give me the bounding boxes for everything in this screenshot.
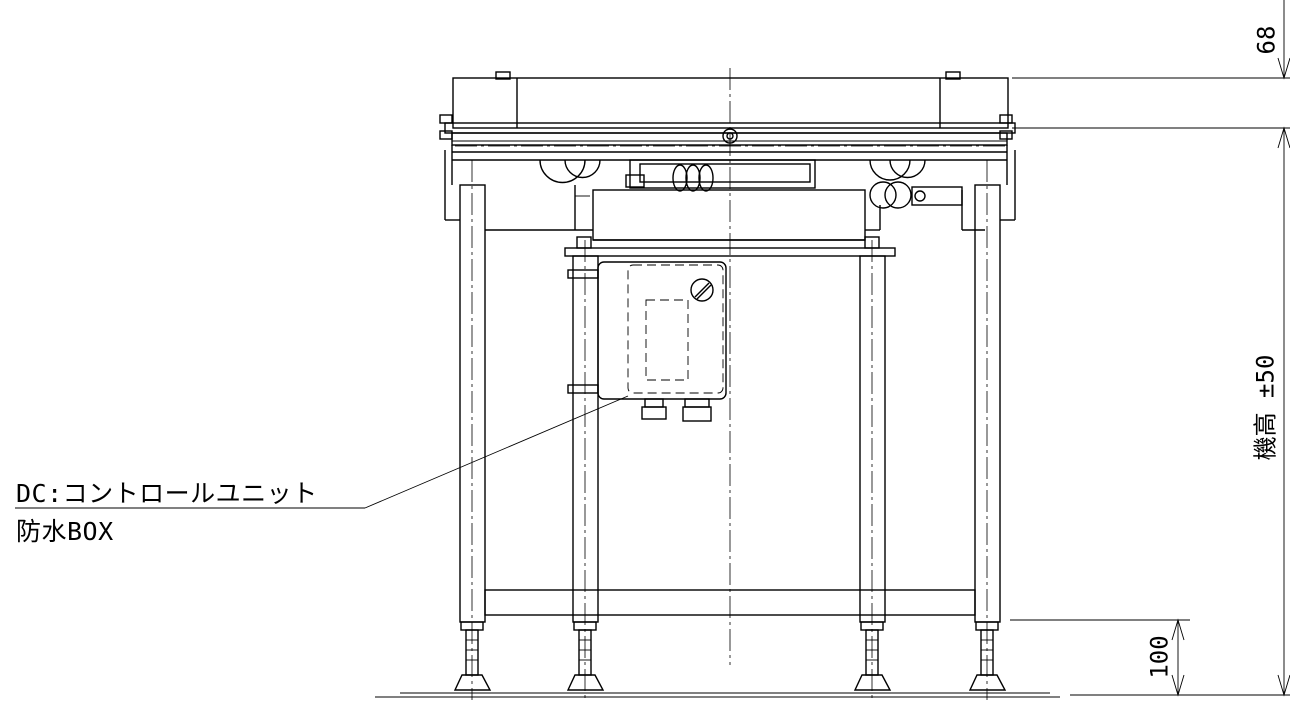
dimension-foot-100: 100 [1145, 635, 1174, 679]
top-conveyor [439, 71, 1016, 220]
dimension-lines [1010, 0, 1290, 697]
center-lines [455, 68, 1005, 700]
dimension-machine-height: 機高 ±50 [1251, 354, 1280, 461]
callout-waterproof-box: 防水BOX [16, 517, 114, 546]
control-unit-box [567, 261, 727, 422]
dimension-top-68: 68 [1252, 25, 1281, 55]
callout-control-unit: DC:コントロールユニット [16, 479, 318, 508]
callout-leader [15, 395, 629, 509]
drive-components [539, 159, 985, 241]
